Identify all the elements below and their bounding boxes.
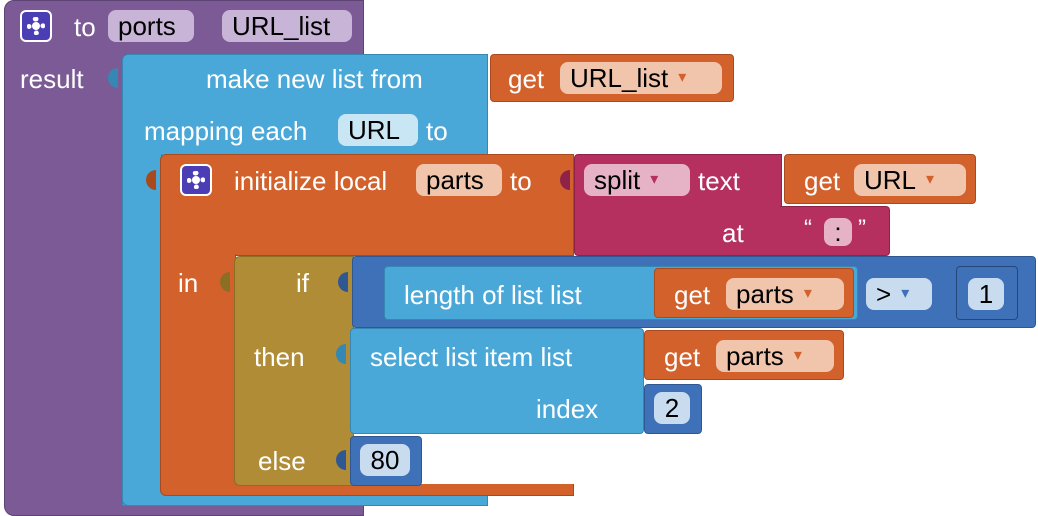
local-var-field[interactable]: parts — [416, 164, 502, 196]
get-url-var: URL — [864, 165, 917, 195]
get-parts-var-dropdown-condition[interactable]: parts ▾ — [726, 278, 844, 310]
then-label: then — [254, 342, 305, 372]
split-op-dropdown[interactable]: split ▾ — [584, 164, 690, 196]
get-parts-var-then: parts — [726, 341, 784, 371]
mapping-to-label: to — [426, 116, 448, 146]
get-parts-var-dropdown-then[interactable]: parts ▾ — [716, 340, 834, 372]
compare-operator-dropdown[interactable]: >▾ — [866, 278, 932, 310]
select-list-item-label: select list item list — [370, 342, 573, 372]
local-in-label: in — [178, 268, 199, 298]
number-field-index[interactable]: 2 — [654, 392, 690, 424]
text-close-quote: ” — [858, 215, 866, 242]
procedure-mutator-gear-icon[interactable] — [20, 10, 52, 42]
split-socket-icon — [560, 170, 570, 190]
if-socket-icon — [220, 272, 230, 292]
split-op: split — [594, 165, 641, 195]
initialize-local-label: initialize local — [234, 166, 388, 196]
get-parts-label-then: get — [664, 342, 701, 372]
get-url-label: get — [804, 166, 841, 196]
map-list-block-body — [122, 154, 162, 506]
get-url-list-var-dropdown[interactable]: URL_list ▾ — [560, 62, 722, 94]
chevron-down-icon: ▾ — [793, 347, 802, 365]
select-list-item-block[interactable] — [350, 328, 644, 434]
initialize-local-footer — [160, 484, 574, 496]
initialize-local-body — [160, 254, 236, 490]
separator-text-field[interactable]: : — [824, 218, 852, 246]
length-of-list-label: length of list list — [404, 280, 582, 310]
procedure-result-label: result — [20, 64, 84, 94]
procedure-param-field[interactable]: URL_list — [222, 10, 352, 42]
get-url-var-dropdown[interactable]: URL ▾ — [854, 164, 966, 196]
text-open-quote: “ — [804, 215, 812, 242]
local-mutator-gear-icon[interactable] — [180, 164, 212, 196]
number-field-else[interactable]: 80 — [360, 444, 410, 476]
else-socket-icon — [336, 450, 346, 470]
local-socket-icon — [146, 170, 156, 190]
chevron-down-icon: ▾ — [901, 285, 910, 303]
number-field-rhs[interactable]: 1 — [968, 278, 1004, 310]
split-at-label: at — [722, 218, 744, 248]
chevron-down-icon: ▾ — [803, 285, 812, 303]
split-text-label: text — [698, 166, 740, 196]
chevron-down-icon: ▾ — [678, 69, 687, 87]
mapping-each-label: mapping each — [144, 116, 308, 146]
map-list-label: make new list from — [206, 64, 423, 94]
initialize-local-block[interactable] — [160, 154, 574, 256]
procedure-name-field[interactable]: ports — [108, 10, 194, 42]
chevron-down-icon: ▾ — [926, 171, 935, 189]
then-socket-icon — [336, 344, 346, 364]
procedure-block-body — [4, 54, 126, 514]
get-url-list-label: get — [508, 64, 545, 94]
local-to-label: to — [510, 166, 532, 196]
if-label: if — [296, 268, 309, 298]
get-parts-var-condition: parts — [736, 279, 794, 309]
map-item-var-field[interactable]: URL — [338, 114, 418, 146]
compare-operator: > — [876, 279, 892, 309]
if-then-else-block[interactable] — [234, 256, 354, 486]
result-socket-icon — [108, 68, 118, 88]
get-parts-label-condition: get — [674, 280, 711, 310]
index-label: index — [536, 394, 599, 424]
else-label: else — [258, 446, 306, 476]
compare-socket-icon — [338, 272, 348, 292]
chevron-down-icon: ▾ — [650, 171, 659, 189]
get-url-list-var: URL_list — [570, 63, 669, 93]
procedure-to-label: to — [74, 12, 96, 42]
